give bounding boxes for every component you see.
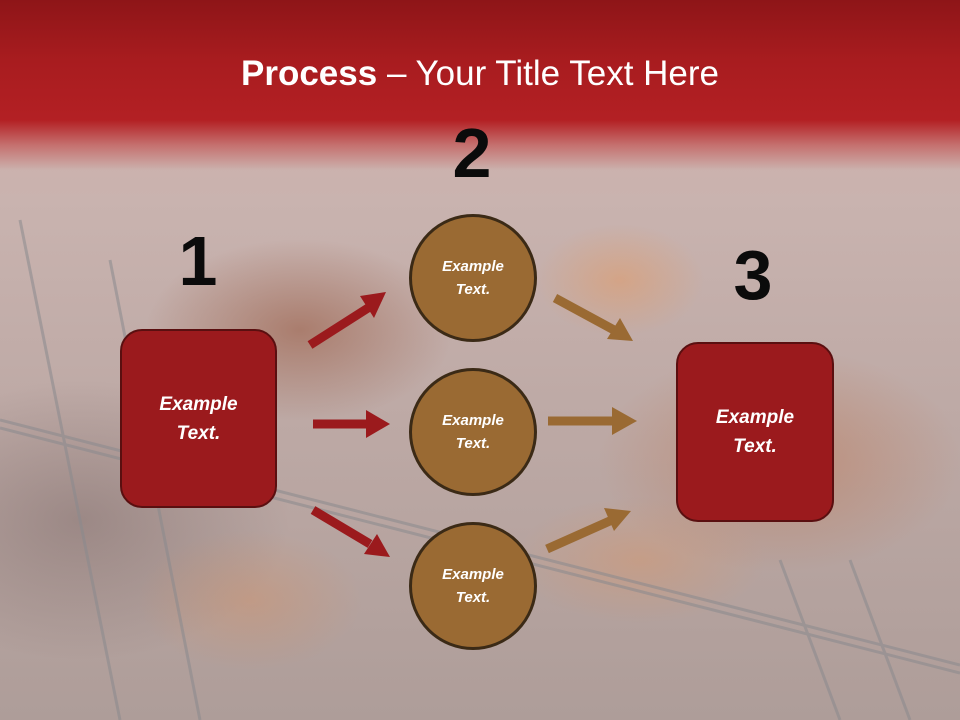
left-step-line2: Text. (176, 422, 221, 444)
circle-center-label: Example Text. (442, 409, 504, 455)
right-step-label: Example Text. (716, 403, 794, 461)
arrow-left-to-bottom (310, 506, 390, 557)
middle-circle-bottom: Example Text. (409, 522, 537, 650)
right-step-line1: Example (715, 407, 795, 428)
arrow-center-to-right (548, 407, 637, 435)
circle-center-line2: Text. (455, 435, 491, 452)
circle-top-line1: Example (442, 258, 504, 275)
circle-center-line1: Example (442, 412, 504, 429)
left-step-line1: Example (159, 393, 238, 415)
middle-circle-top: Example Text. (409, 214, 537, 342)
step-number-1: 1 (178, 222, 218, 300)
title-bar (0, 0, 960, 170)
circle-top-line2: Text. (455, 281, 491, 298)
right-step-box: Example Text. (676, 342, 834, 522)
arrow-bottom-to-right (545, 508, 631, 554)
circle-bottom-label: Example Text. (442, 563, 504, 609)
title-rest: – Your Title Text Here (377, 54, 719, 93)
step-number-2: 2 (452, 114, 492, 192)
circle-bottom-line2: Text. (455, 589, 491, 606)
title-bold: Process (241, 54, 378, 93)
left-step-label: Example Text. (159, 390, 237, 448)
arrow-left-to-center (313, 410, 390, 438)
left-step-box: Example Text. (120, 329, 277, 508)
middle-circle-center: Example Text. (409, 368, 537, 496)
arrow-left-to-top (307, 292, 386, 349)
arrow-top-to-right (552, 294, 633, 341)
right-step-line2: Text. (733, 436, 777, 457)
circle-bottom-line1: Example (442, 566, 504, 583)
slide-title: Process – Your Title Text Here (0, 52, 960, 96)
step-number-3: 3 (733, 236, 773, 314)
circle-top-label: Example Text. (442, 255, 504, 301)
